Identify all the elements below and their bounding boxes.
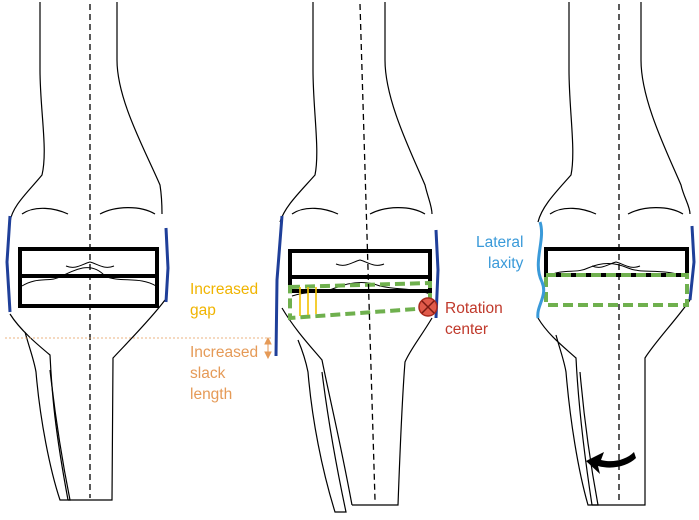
- tibia-outline: [9, 299, 166, 501]
- lateral-ligament: [688, 225, 696, 301]
- lateral-ligament: [434, 229, 440, 319]
- lateral-ligament: [164, 227, 170, 303]
- femur-outline: [537, 2, 691, 223]
- tibial-plateau: [547, 263, 685, 277]
- femoral-resection-block: [544, 247, 689, 277]
- fibula-outline: [555, 334, 599, 506]
- femur-outline: [9, 2, 163, 223]
- tibial-plateau: [21, 267, 157, 287]
- panel-3-lateral-laxity-knee: [536, 2, 696, 506]
- intercondylar-notch: [335, 259, 385, 266]
- medial-ligament: [274, 215, 284, 357]
- fibula-outline: [297, 339, 347, 513]
- increased-gap-label: Increased gap: [190, 281, 262, 319]
- rotated-tibial-cut: [288, 280, 432, 321]
- femoral-resection-block: [288, 249, 432, 279]
- femur-outline: [279, 2, 433, 223]
- rotation-center-label: Rotation center: [445, 300, 507, 338]
- increased-slack-length-label: Increased slack length: [190, 344, 262, 403]
- rotation-center-icon: [418, 297, 438, 317]
- tibial-resection-block: [18, 274, 159, 308]
- fibula-outline: [24, 331, 71, 501]
- femoral-condyles: [21, 207, 156, 215]
- tibia-outline: [281, 307, 433, 506]
- lateral-laxity-label: Lateral laxity: [476, 234, 528, 272]
- curved-arrow-icon: [586, 452, 636, 474]
- panel-2-rotated-knee: [274, 2, 440, 513]
- panel-1-neutral-knee: [5, 2, 170, 501]
- intercondylar-notch: [591, 261, 641, 268]
- medial-ligament: [5, 215, 12, 313]
- intercondylar-notch: [65, 261, 115, 268]
- gap-indicator-bars: [299, 287, 317, 316]
- lateral-laxity-ligament: [536, 221, 546, 319]
- tibia-outline: [537, 299, 691, 506]
- femoral-condyles: [549, 207, 684, 215]
- tibial-cut-lateral-laxity: [544, 273, 689, 307]
- slack-length-arrow: [264, 336, 272, 360]
- femoral-condyles: [291, 207, 426, 215]
- tibial-resection-block: [288, 275, 432, 293]
- mechanical-axis: [359, 3, 376, 501]
